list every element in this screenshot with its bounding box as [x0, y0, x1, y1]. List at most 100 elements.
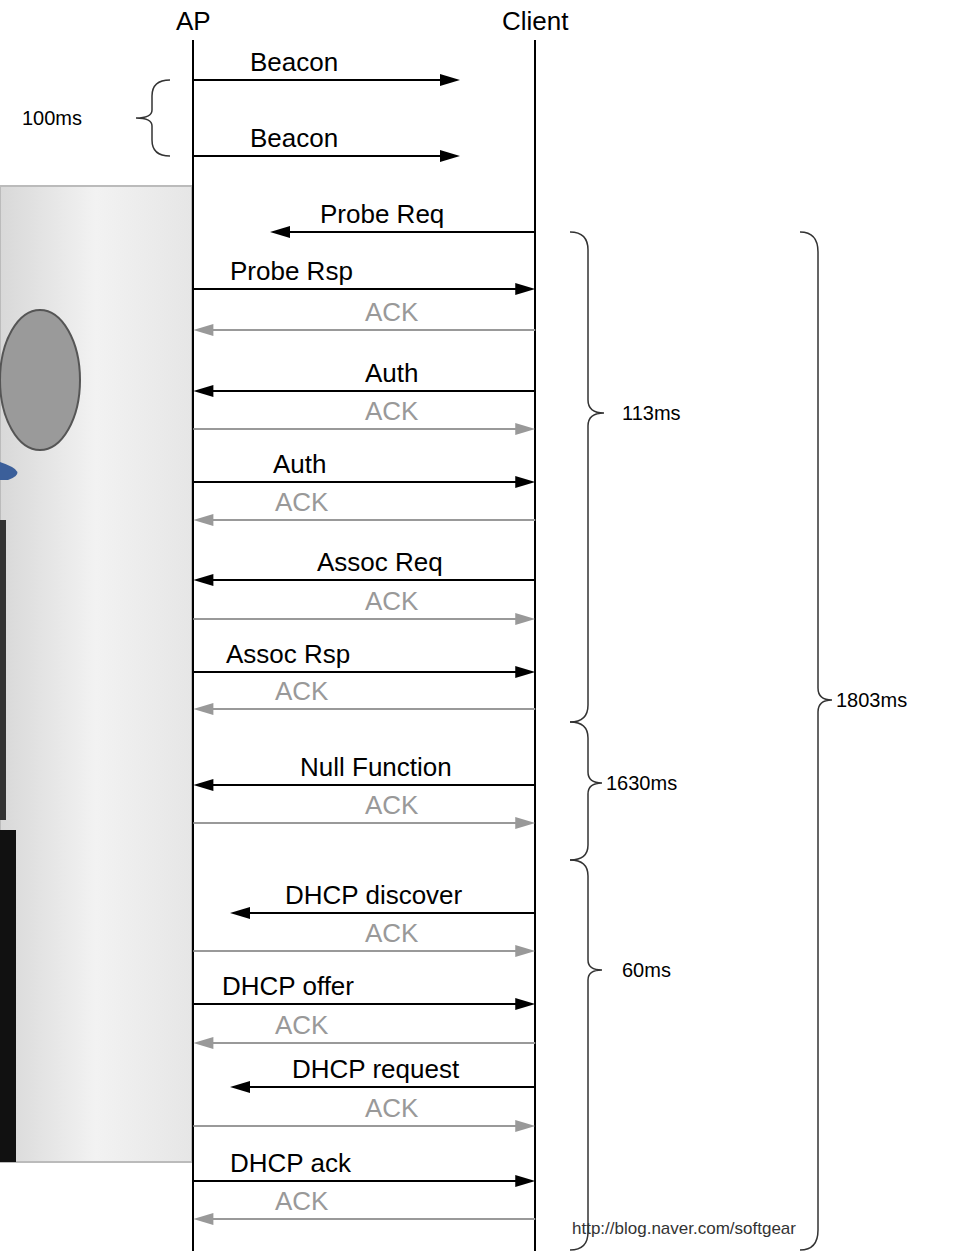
message-label: ACK [365, 920, 418, 946]
arrowhead [515, 423, 535, 435]
arrow-line [193, 481, 525, 483]
ack-arrow [193, 703, 535, 715]
arrowhead [440, 74, 460, 86]
message-arrow [193, 385, 535, 397]
message-label: DHCP request [292, 1056, 459, 1082]
message-label: ACK [365, 299, 418, 325]
message-arrow [193, 150, 460, 162]
ack-arrow [193, 1120, 535, 1132]
message-arrow [193, 779, 535, 791]
arrow-line [193, 1125, 525, 1127]
message-label: ACK [275, 1012, 328, 1038]
arrowhead [193, 385, 213, 397]
ack-arrow [193, 1213, 535, 1225]
message-label: Beacon [250, 125, 338, 151]
ack-arrow [193, 423, 535, 435]
message-arrow [193, 574, 535, 586]
participant-name: AP [174, 6, 213, 36]
arrowhead [193, 574, 213, 586]
arrowhead [515, 613, 535, 625]
message-label: Auth [273, 451, 327, 477]
lifeline-header: Client [500, 6, 570, 36]
duration-label: 1630ms [606, 772, 677, 794]
message-label: ACK [365, 588, 418, 614]
message-label: Assoc Req [317, 549, 443, 575]
message-label: Null Function [300, 754, 452, 780]
arrow-line [193, 950, 525, 952]
arrow-line [203, 579, 535, 581]
duration-label: 1803ms [836, 689, 907, 711]
message-arrow [193, 476, 535, 488]
arrowhead [515, 998, 535, 1010]
arrowhead [193, 1037, 213, 1049]
message-label: Assoc Rsp [226, 641, 350, 667]
lifeline-header: AP [174, 6, 213, 36]
arrow-line [203, 519, 535, 521]
message-label: ACK [275, 489, 328, 515]
arrowhead [270, 226, 290, 238]
arrow-line [203, 390, 535, 392]
duration-label: 100ms [22, 107, 82, 129]
message-label: ACK [275, 678, 328, 704]
arrow-line [193, 1003, 525, 1005]
arrow-line [193, 155, 450, 157]
arrowhead [230, 1081, 250, 1093]
arrowhead [515, 1175, 535, 1187]
message-arrow [230, 1081, 535, 1093]
arrow-line [240, 1086, 535, 1088]
ack-arrow [193, 324, 535, 336]
timing-braces [136, 80, 832, 1250]
ack-arrow [193, 945, 535, 957]
message-label: DHCP discover [285, 882, 462, 908]
arrow-line [193, 79, 450, 81]
background-photo [0, 186, 192, 1162]
arrowhead [193, 779, 213, 791]
ack-arrow [193, 817, 535, 829]
lifelines [193, 40, 535, 1251]
message-label: Probe Rsp [230, 258, 353, 284]
participant-name: Client [500, 6, 570, 36]
arrowhead [515, 1120, 535, 1132]
arrowhead [515, 945, 535, 957]
message-label: Beacon [250, 49, 338, 75]
message-label: Auth [365, 360, 419, 386]
arrow-line [280, 231, 535, 233]
arrow-line [193, 428, 525, 430]
arrow-line [203, 329, 535, 331]
arrowhead [230, 907, 250, 919]
arrowhead [193, 1213, 213, 1225]
message-label: ACK [275, 1188, 328, 1214]
arrowhead [515, 283, 535, 295]
message-label: ACK [365, 398, 418, 424]
watermark: http://blog.naver.com/softgear [572, 1219, 796, 1238]
arrow-line [193, 288, 525, 290]
arrowhead [193, 514, 213, 526]
message-arrow [193, 283, 535, 295]
message-label: Probe Req [320, 201, 444, 227]
message-arrow [230, 907, 535, 919]
arrow-line [203, 1042, 535, 1044]
arrow-line [193, 671, 525, 673]
ack-arrow [193, 1037, 535, 1049]
message-arrow [193, 1175, 535, 1187]
arrow-line [193, 618, 525, 620]
arrow-line [203, 784, 535, 786]
message-arrow [193, 998, 535, 1010]
arrow-line [203, 708, 535, 710]
duration-label: 113ms [622, 402, 681, 424]
message-arrow [193, 74, 460, 86]
duration-label: 60ms [622, 959, 671, 981]
message-arrow [193, 666, 535, 678]
message-arrow [270, 226, 535, 238]
arrowhead [515, 476, 535, 488]
arrowhead [193, 324, 213, 336]
message-label: ACK [365, 1095, 418, 1121]
ack-arrow [193, 613, 535, 625]
arrowhead [193, 703, 213, 715]
message-label: DHCP ack [230, 1150, 351, 1176]
arrow-line [193, 822, 525, 824]
message-label: ACK [365, 792, 418, 818]
ack-arrow [193, 514, 535, 526]
